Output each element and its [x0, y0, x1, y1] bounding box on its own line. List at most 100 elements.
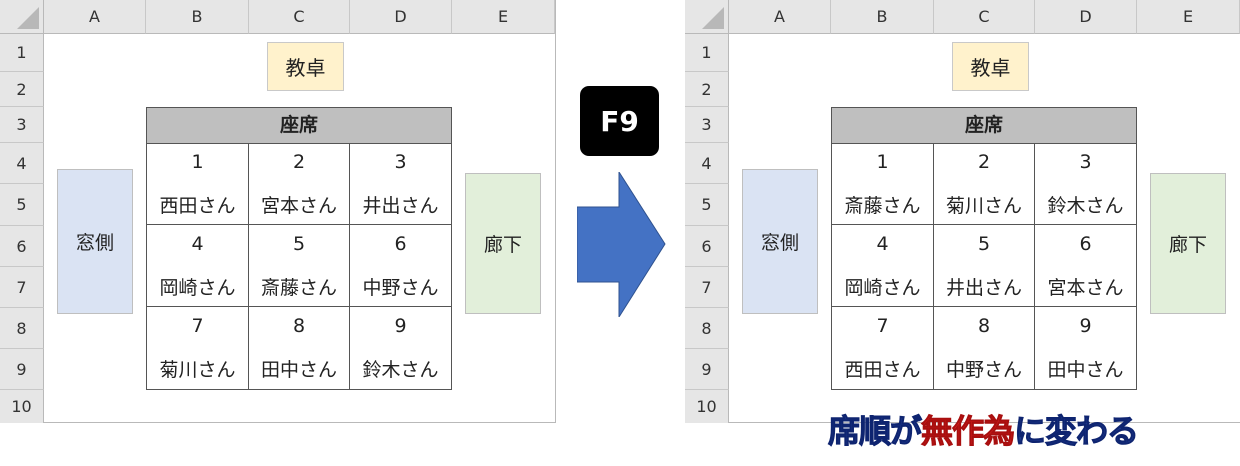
column-header-c[interactable]: C: [249, 0, 350, 34]
seat-number: 1: [191, 151, 204, 173]
seat-name: 西田さん: [844, 359, 921, 381]
caption-part-1: 席順が: [827, 412, 922, 451]
teacher-desk: 教卓: [267, 42, 344, 91]
seat-name: 宮本さん: [1047, 277, 1124, 299]
row-header-2[interactable]: 2: [685, 72, 729, 107]
row-header-5[interactable]: 5: [0, 184, 44, 226]
column-header-e[interactable]: E: [452, 0, 555, 34]
row-header-1[interactable]: 1: [685, 34, 729, 72]
seat-cell: 6 宮本さん: [1035, 225, 1136, 307]
seat-number: 2: [292, 151, 306, 173]
seat-cell: 3 鈴木さん: [1035, 143, 1136, 225]
seat-number: 4: [876, 233, 889, 255]
seat-cell: 8 田中さん: [249, 307, 350, 389]
caption-part-2: 無作為: [921, 412, 1016, 451]
seat-name: 鈴木さん: [1047, 195, 1124, 217]
seat-name: 菊川さん: [159, 359, 236, 381]
row-header-10[interactable]: 10: [0, 390, 44, 423]
row-header-1[interactable]: 1: [0, 34, 44, 72]
row-header-7[interactable]: 7: [0, 267, 44, 308]
row-header-8[interactable]: 8: [685, 308, 729, 349]
window-side: 窓側: [742, 169, 818, 314]
seat-cell: 5 斎藤さん: [249, 225, 350, 307]
seat-name: 岡崎さん: [159, 277, 236, 299]
row-header-6[interactable]: 6: [0, 226, 44, 267]
column-header-b[interactable]: B: [831, 0, 934, 34]
seat-name: 井出さん: [362, 195, 439, 217]
row-header-6[interactable]: 6: [685, 226, 729, 267]
seat-number: 3: [1079, 151, 1092, 173]
seat-cell: 3 井出さん: [350, 143, 451, 225]
seat-number: 1: [876, 151, 889, 173]
row-header-4[interactable]: 4: [685, 143, 729, 184]
seat-number: 9: [1079, 315, 1092, 337]
caption: 席順が無作為に変わる: [827, 406, 1140, 452]
seat-number: 3: [394, 151, 407, 173]
column-header-a[interactable]: A: [44, 0, 146, 34]
seat-cell: 2 宮本さん: [249, 143, 350, 225]
seat-number: 8: [292, 315, 306, 337]
seat-cell: 2 菊川さん: [934, 143, 1035, 225]
seat-cell: 1 西田さん: [147, 143, 249, 225]
seat-number: 9: [394, 315, 407, 337]
seat-name: 中野さん: [945, 359, 1022, 381]
row-header-3[interactable]: 3: [0, 107, 44, 143]
seat-number: 5: [292, 233, 306, 255]
sheet-after: A B C D E 1 2 3 4 5 6 7 8 9 10 教卓 窓側 廊下 …: [685, 0, 1240, 423]
right-arrow-icon: [577, 172, 666, 317]
sheet-before: A B C D E 1 2 3 4 5 6 7 8 9 10 教卓 窓側 廊下 …: [0, 0, 556, 423]
seat-cell: 9 鈴木さん: [350, 307, 451, 389]
row-header-10[interactable]: 10: [685, 390, 729, 423]
seat-name: 宮本さん: [260, 195, 337, 217]
column-header-b[interactable]: B: [146, 0, 249, 34]
column-header-d[interactable]: D: [350, 0, 452, 34]
seat-number: 2: [977, 151, 991, 173]
row-header-3[interactable]: 3: [685, 107, 729, 143]
seat-cell: 9 田中さん: [1035, 307, 1136, 389]
seat-name: 菊川さん: [945, 195, 1022, 217]
seat-number: 7: [191, 315, 204, 337]
row-header-8[interactable]: 8: [0, 308, 44, 349]
seat-table-header: 座席: [147, 108, 451, 144]
select-all-triangle-icon: [702, 7, 724, 29]
seat-name: 斎藤さん: [844, 195, 921, 217]
caption-part-3: に変わる: [1014, 412, 1140, 451]
seat-name: 岡崎さん: [844, 277, 921, 299]
seat-cell: 4 岡崎さん: [147, 225, 249, 307]
row-header-9[interactable]: 9: [685, 349, 729, 390]
seat-cell: 4 岡崎さん: [832, 225, 934, 307]
seat-name: 田中さん: [260, 359, 337, 381]
seat-name: 西田さん: [159, 195, 236, 217]
teacher-desk: 教卓: [952, 42, 1029, 91]
hallway-side: 廊下: [1150, 173, 1226, 314]
seat-cell: 1 斎藤さん: [832, 143, 934, 225]
row-header-4[interactable]: 4: [0, 143, 44, 184]
seat-name: 鈴木さん: [362, 359, 439, 381]
column-header-d[interactable]: D: [1035, 0, 1137, 34]
column-header-e[interactable]: E: [1137, 0, 1240, 34]
seat-name: 中野さん: [362, 277, 439, 299]
seat-name: 斎藤さん: [260, 277, 337, 299]
select-all-button[interactable]: [0, 0, 44, 34]
row-header-2[interactable]: 2: [0, 72, 44, 107]
seat-number: 6: [1079, 233, 1092, 255]
select-all-button[interactable]: [685, 0, 729, 34]
f9-key-badge: F9: [580, 86, 659, 156]
column-header-c[interactable]: C: [934, 0, 1035, 34]
window-side: 窓側: [57, 169, 133, 314]
seat-table-header: 座席: [832, 108, 1136, 144]
row-header-5[interactable]: 5: [685, 184, 729, 226]
row-header-7[interactable]: 7: [685, 267, 729, 308]
column-header-a[interactable]: A: [729, 0, 831, 34]
seat-number: 5: [977, 233, 991, 255]
row-header-9[interactable]: 9: [0, 349, 44, 390]
hallway-side: 廊下: [465, 173, 541, 314]
seat-number: 4: [191, 233, 204, 255]
seat-name: 田中さん: [1047, 359, 1124, 381]
